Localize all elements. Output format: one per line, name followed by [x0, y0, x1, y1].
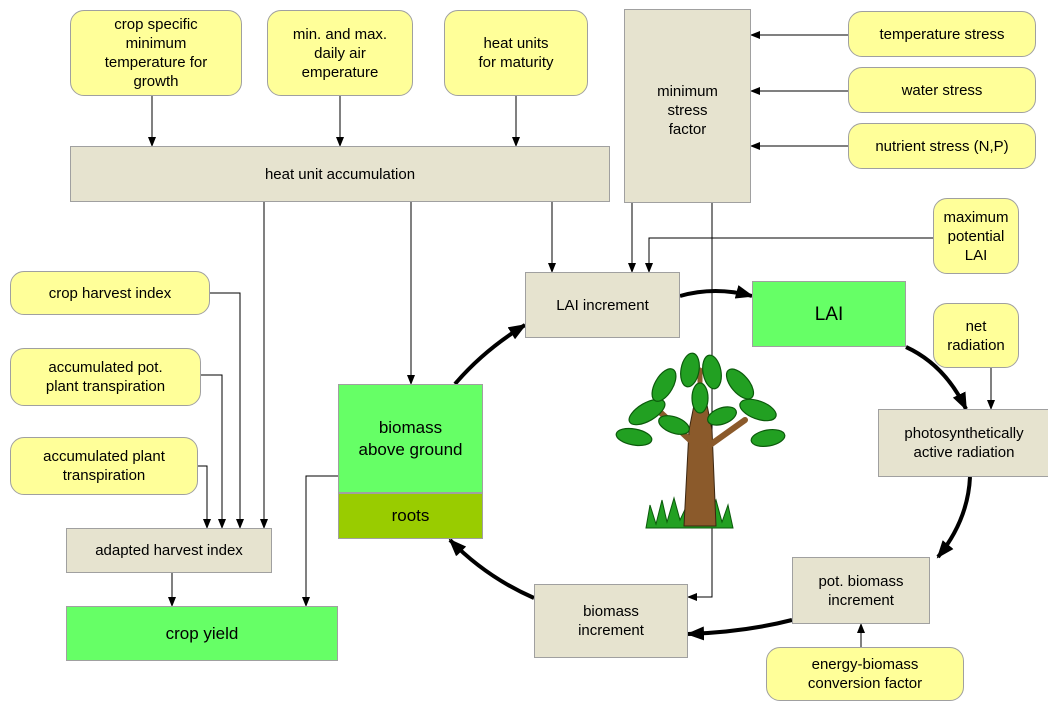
- node-lai: LAI: [752, 281, 906, 347]
- cycle-arrows: [448, 285, 972, 641]
- node-crop-min-temp: crop specific minimum temperature for gr…: [70, 10, 242, 96]
- node-crop-harvest-index: crop harvest index: [10, 271, 210, 315]
- cycle-lai-increment-to-lai: [679, 285, 754, 299]
- edge-max-lai-to-lai-increment: [645, 237, 933, 273]
- node-maximum-potential-lai: maximum potential LAI: [933, 198, 1019, 274]
- node-biomass-increment: biomass increment: [534, 584, 688, 658]
- edge-pot-transp-to-adapted-hi: [201, 374, 226, 529]
- node-roots: roots: [338, 493, 483, 539]
- node-crop-yield: crop yield: [66, 606, 338, 661]
- tree-illustration: [615, 352, 786, 529]
- edge-plant-transp-to-adapted-hi: [198, 465, 211, 529]
- node-net-radiation: net radiation: [933, 303, 1019, 368]
- node-heat-unit-accumulation: heat unit accumulation: [70, 146, 610, 202]
- node-energy-biomass-conversion-factor: energy-biomass conversion factor: [766, 647, 964, 701]
- node-lai-increment: LAI increment: [525, 272, 680, 338]
- cycle-biomass-to-lai-increment: [453, 323, 527, 386]
- node-photosynthetically-active-radiation: photosynthetically active radiation: [878, 409, 1048, 477]
- edge-biomass-to-crop-yield: [302, 475, 338, 607]
- cycle-biomass-increment-to-biomass: [448, 538, 535, 600]
- node-pot-biomass-increment: pot. biomass increment: [792, 557, 930, 624]
- node-temperature-stress: temperature stress: [848, 11, 1036, 57]
- node-water-stress: water stress: [848, 67, 1036, 113]
- node-accumulated-pot-transpiration: accumulated pot. plant transpiration: [10, 348, 201, 406]
- cycle-par-to-pot-biomass: [936, 476, 972, 559]
- node-adapted-harvest-index: adapted harvest index: [66, 528, 272, 573]
- cycle-pot-biomass-to-biomass-increment: [686, 618, 793, 641]
- node-biomass-above-ground: biomass above ground: [338, 384, 483, 493]
- edge-harvest-index-to-adapted-hi: [210, 292, 244, 529]
- node-heat-units-maturity: heat units for maturity: [444, 10, 588, 96]
- edge-msf-to-biomass-increment: [687, 203, 713, 601]
- node-min-max-air-temp: min. and max. daily air emperature: [267, 10, 413, 96]
- thin-connectors: [148, 31, 995, 647]
- node-minimum-stress-factor: minimum stress factor: [624, 9, 751, 203]
- node-accumulated-plant-transpiration: accumulated plant transpiration: [10, 437, 198, 495]
- node-nutrient-stress: nutrient stress (N,P): [848, 123, 1036, 169]
- cycle-lai-to-par: [905, 345, 968, 411]
